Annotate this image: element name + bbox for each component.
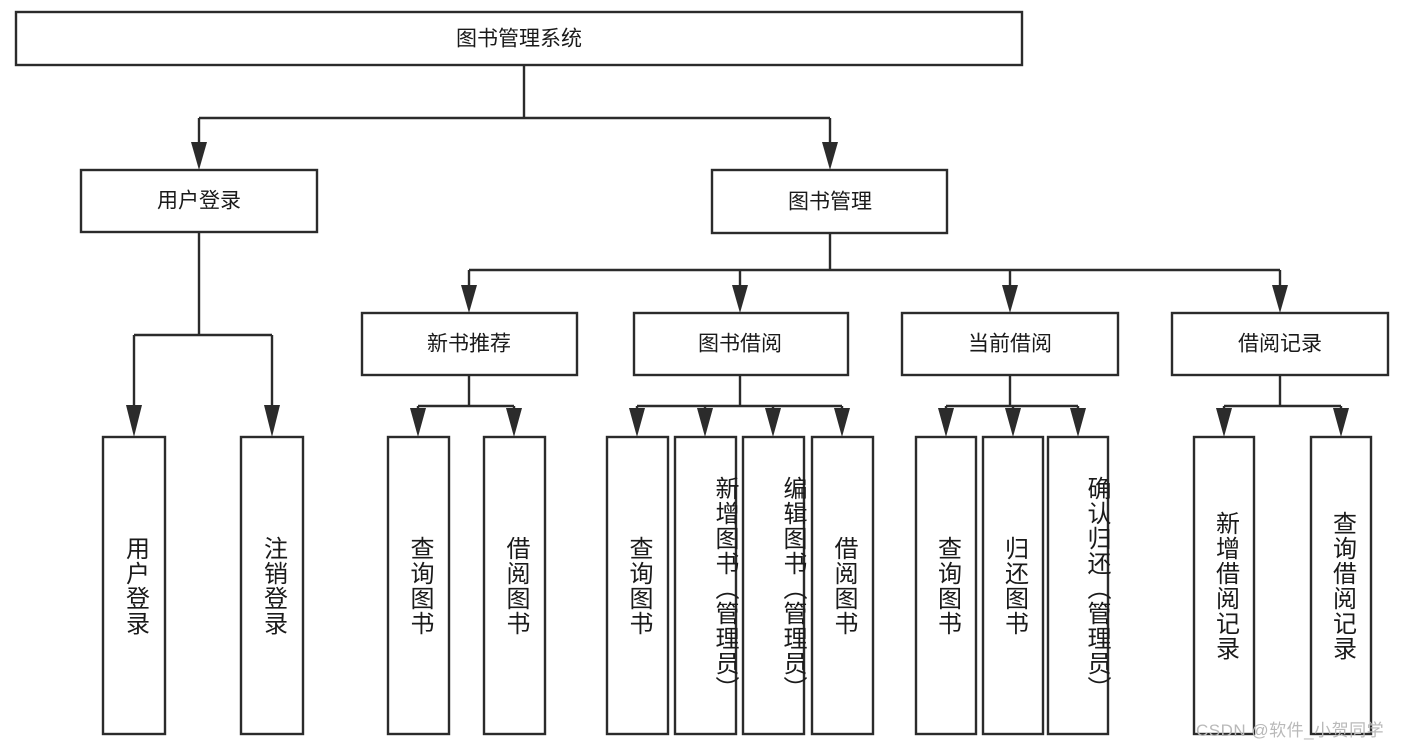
- leaf-borrow-2[interactable]: [741, 435, 806, 736]
- leaf-borrow-0[interactable]: [605, 435, 670, 736]
- arrow-recommend-leaf-0: [410, 408, 426, 437]
- leaf-recommend-0[interactable]: [386, 435, 451, 736]
- leaf-record-0[interactable]: [1192, 435, 1256, 736]
- arrow-book-mgmt-to-borrow: [732, 285, 748, 313]
- node-root-label: 图书管理系统: [456, 28, 582, 51]
- leaf-record-1[interactable]: [1309, 435, 1373, 736]
- arrow-current-leaf-2: [1070, 408, 1086, 437]
- node-book-management-label: 图书管理: [788, 191, 872, 214]
- leaf-user-login-0[interactable]: [101, 435, 167, 736]
- arrow-root-to-book-mgmt: [822, 142, 838, 170]
- arrow-borrow-leaf-3: [834, 408, 850, 437]
- node-borrow-record-label: 借阅记录: [1238, 333, 1322, 356]
- leaf-current-2[interactable]: [1046, 435, 1110, 736]
- node-root-book-management-system[interactable]: [14, 10, 1024, 67]
- arrow-root-to-user-login: [191, 142, 207, 170]
- node-user-login-label: 用户登录: [157, 190, 241, 213]
- node-book-borrow-label: 图书借阅: [698, 333, 782, 356]
- node-new-book-recommend-label: 新书推荐: [427, 333, 511, 356]
- arrow-book-mgmt-to-record: [1272, 285, 1288, 313]
- node-current-borrow[interactable]: [900, 311, 1120, 377]
- connectors-group: [126, 65, 1349, 437]
- arrow-record-leaf-0: [1216, 408, 1232, 437]
- leaf-user-login-1[interactable]: [239, 435, 305, 736]
- arrow-book-mgmt-to-current: [1002, 285, 1018, 313]
- csdn-watermark: CSDN @软件_小贺同学: [1196, 721, 1385, 740]
- arrow-current-leaf-0: [938, 408, 954, 437]
- leaf-current-1[interactable]: [981, 435, 1045, 736]
- node-borrow-record[interactable]: [1170, 311, 1390, 377]
- node-book-borrow[interactable]: [632, 311, 850, 377]
- arrow-user-login-leaf-1: [264, 405, 280, 437]
- arrow-user-login-leaf-0: [126, 405, 142, 437]
- node-new-book-recommend[interactable]: [360, 311, 579, 377]
- nodes-group: 图书管理系统 用户登录 图书管理 新书推荐 图书借阅 当前借阅 借阅记录: [14, 10, 1390, 736]
- leaf-borrow-1[interactable]: [673, 435, 738, 736]
- leaf-recommend-1[interactable]: [482, 435, 547, 736]
- arrow-borrow-leaf-1: [697, 408, 713, 437]
- node-current-borrow-label: 当前借阅: [968, 333, 1052, 356]
- arrow-recommend-leaf-1: [506, 408, 522, 437]
- node-user-login[interactable]: [79, 168, 319, 234]
- arrow-current-leaf-1: [1005, 408, 1021, 437]
- arrow-borrow-leaf-0: [629, 408, 645, 437]
- leaf-borrow-3[interactable]: [810, 435, 875, 736]
- arrow-record-leaf-1: [1333, 408, 1349, 437]
- arrow-borrow-leaf-2: [765, 408, 781, 437]
- node-book-management[interactable]: [710, 168, 949, 235]
- leaf-current-0[interactable]: [914, 435, 978, 736]
- arrow-book-mgmt-to-recommend: [461, 285, 477, 313]
